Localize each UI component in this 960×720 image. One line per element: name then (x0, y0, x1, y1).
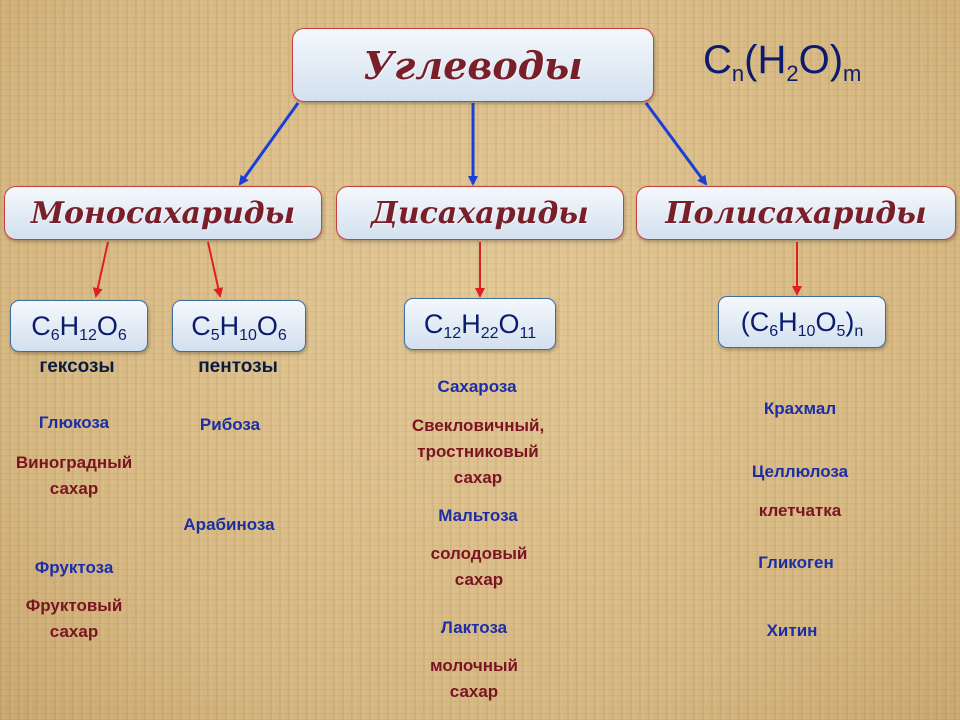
category-monosaccharides: Моносахариды (4, 186, 322, 240)
category-label: Дисахариды (371, 195, 589, 231)
item-sucrose: Сахароза (437, 377, 517, 396)
item-lactose: Лактоза (440, 618, 508, 637)
arrow-to-hexose (92, 241, 109, 298)
formula-box-disaccharide: C12H22O11 (404, 298, 556, 350)
formula-box-hexose: C6H12O6 (10, 300, 148, 352)
item-chitin: Хитин (766, 621, 818, 640)
item-cellulose-alt: клетчатка (758, 501, 842, 520)
category-polysaccharides: Полисахариды (636, 186, 956, 240)
item-arabinose: Арабиноза (183, 515, 275, 534)
formula-polysaccharide: (C6H10O5)n (740, 306, 864, 340)
item-ribose: Рибоза (199, 415, 261, 434)
diagram-title: Углеводы (363, 42, 583, 88)
category-disaccharides: Дисахариды (336, 186, 624, 240)
formula-hexose: C6H12O6 (31, 310, 127, 344)
item-maltose: Мальтоза (438, 506, 518, 525)
general-formula: Cn(H2O)m (703, 38, 862, 86)
arrow-to-pentose (207, 241, 224, 298)
item-starch: Крахмал (763, 399, 837, 418)
formula-box-pentose: C5H10O6 (172, 300, 306, 352)
category-label: Полисахариды (665, 195, 927, 231)
item-glucose: Глюкоза (38, 413, 110, 432)
arrow-to-poly (644, 102, 708, 186)
item-cellulose: Целлюлоза (751, 462, 849, 481)
formula-disaccharide: C12H22O11 (423, 308, 537, 342)
label-pentoses: пентозы (198, 356, 278, 377)
formula-box-polysaccharide: (C6H10O5)n (718, 296, 886, 348)
item-fructose: Фруктоза (34, 558, 114, 577)
formula-pentose: C5H10O6 (191, 310, 287, 344)
category-label: Моносахариды (30, 195, 296, 231)
label-hexoses: гексозы (39, 356, 115, 377)
title-box: Углеводы (292, 28, 654, 102)
arrow-to-mono (238, 102, 300, 186)
item-glycogen: Гликоген (758, 553, 834, 572)
